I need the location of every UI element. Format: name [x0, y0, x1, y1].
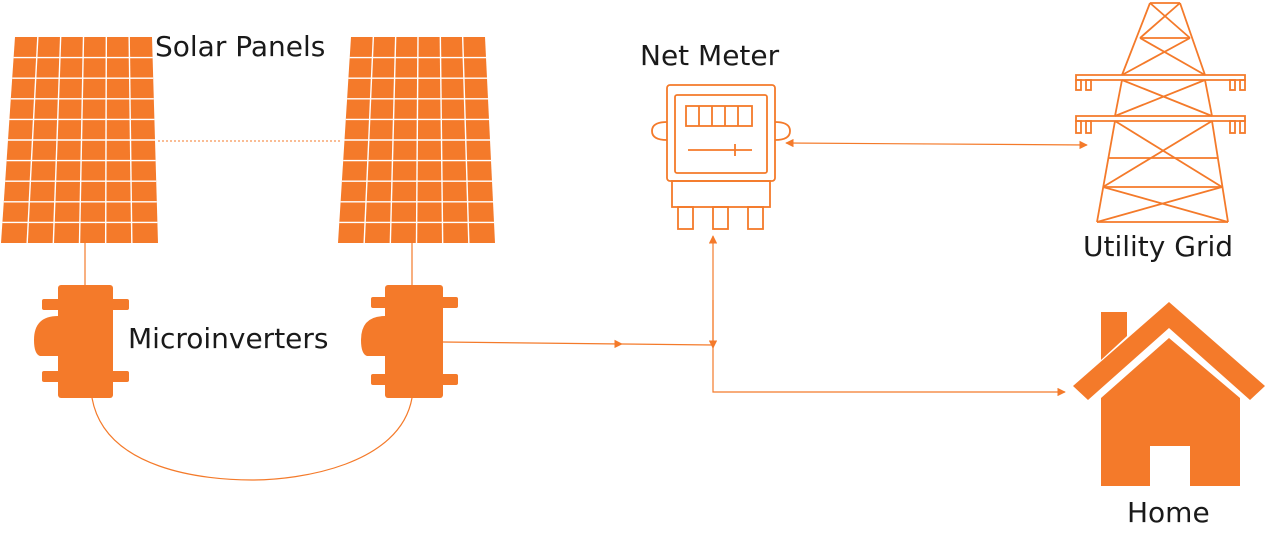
solar-panels-label: Solar Panels [155, 30, 326, 63]
solar-panel-left-icon [1, 36, 158, 244]
inverter-output-line [442, 339, 623, 349]
inverter-link-curve [91, 397, 413, 481]
house-icon [1073, 302, 1265, 486]
junction-line [621, 343, 714, 346]
transmission-tower-icon [1075, 2, 1246, 223]
net-meter-icon [651, 84, 791, 230]
utility-grid-label: Utility Grid [1083, 230, 1234, 263]
microinverter-left-icon [34, 285, 129, 398]
solar-panel-right-icon [338, 36, 495, 244]
home-label: Home [1127, 496, 1210, 529]
net-meter-label: Net Meter [640, 39, 780, 72]
home-feed-line [712, 345, 1066, 397]
microinverter-right-icon [361, 285, 458, 398]
microinverters-label: Microinverters [128, 322, 329, 355]
grid-exchange-line [785, 138, 1088, 150]
